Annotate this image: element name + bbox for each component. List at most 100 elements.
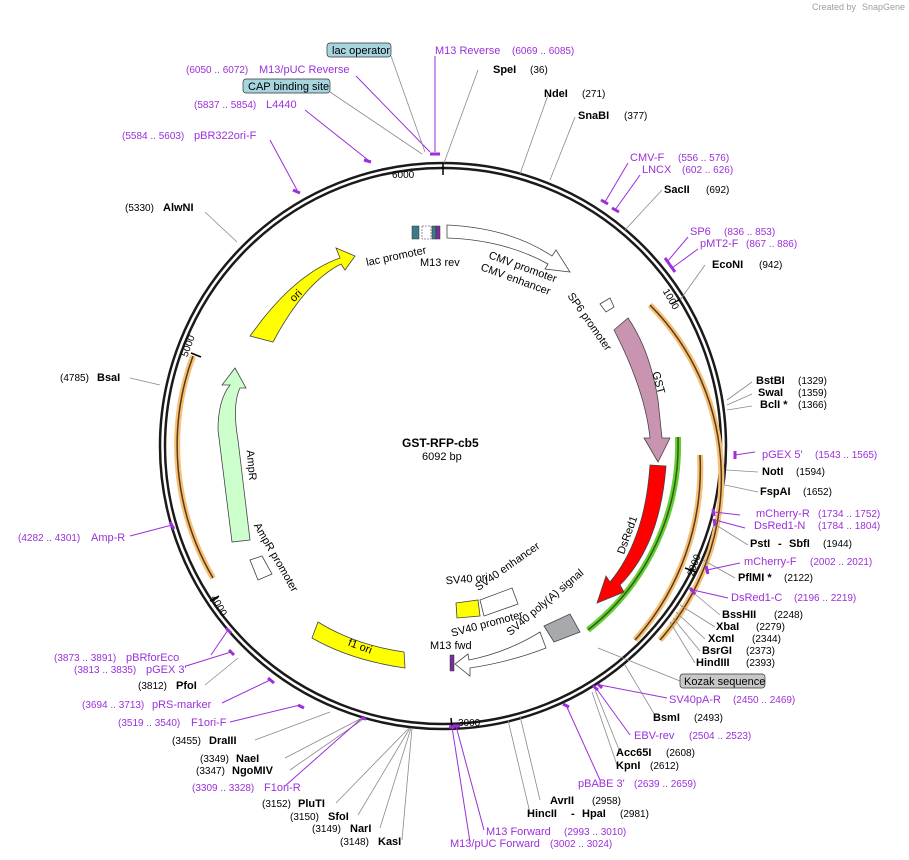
primer-m13forward: M13 Forward [486, 826, 551, 838]
site-bsmi-pos: (2493) [694, 713, 723, 724]
primer-f1orir-pos: (3309 .. 3328) [192, 783, 254, 794]
site-nari: NarI [350, 823, 371, 835]
site-ngomiv: NgoMIV [232, 765, 274, 777]
primer-prsmarker: pRS-marker [152, 699, 212, 711]
ori-feature [249, 247, 356, 343]
primer-pbr322ori-pos: (5584 .. 5603) [122, 131, 184, 142]
restriction-sites: SpeI (36) NdeI (271) SnaBI (377) SacII (… [60, 64, 852, 848]
primer-sv40par: SV40pA-R [669, 694, 721, 706]
credit-brand: SnapGene [862, 2, 905, 12]
primer-lncx-pos: (602 .. 626) [682, 165, 733, 176]
site-xbai: XbaI [716, 621, 739, 633]
tick-1000: 1000 [660, 287, 681, 312]
sv40-promoter-feature [454, 631, 547, 677]
primer-sp6: SP6 [690, 226, 711, 238]
site-ndei-pos: (271) [582, 89, 605, 100]
primer-dsred1n: DsRed1-N [754, 520, 805, 532]
site-avrii: AvrII [550, 795, 574, 807]
f1-ori-feature [311, 621, 406, 669]
site-kpni: KpnI [616, 760, 640, 772]
site-bstbi-pos: (1329) [798, 376, 827, 387]
primer-marks [168, 152, 737, 729]
site-sfoi: SfoI [328, 811, 349, 823]
sv40-ori-label: SV40 ori [445, 572, 488, 588]
primer-m13-reverse-pos: (6069 .. 6085) [512, 46, 574, 57]
site-bsmi: BsmI [653, 712, 680, 724]
primer-f1orif-pos: (3519 .. 3540) [118, 718, 180, 729]
gst-feature [613, 317, 671, 463]
primer-mcherryf: mCherry-F [744, 556, 797, 568]
primer-pgex3: pGEX 3' [146, 664, 187, 676]
sp6-promoter-feature [599, 297, 615, 313]
primer-pbabe3-pos: (2639 .. 2659) [634, 779, 696, 790]
site-pflmi: PflMI * [738, 572, 772, 584]
kozak-box: Kozak sequence [597, 647, 766, 689]
site-bsai-pos: (4785) [60, 373, 89, 384]
orf-arc-left-line [176, 355, 214, 579]
site-naei: NaeI [236, 753, 259, 765]
primer-cmvf-pos: (556 .. 576) [678, 153, 729, 164]
orf-arc-right-2-line [634, 454, 702, 641]
lac-promoter-label: lac promoter [365, 244, 428, 269]
ampr-label: AmpR [244, 450, 259, 482]
kozak-label: Kozak sequence [684, 676, 765, 688]
site-pluti-pos: (3152) [262, 799, 291, 810]
primer-m13puc-reverse: M13/pUC Reverse [259, 64, 349, 76]
site-alwni-pos: (5330) [125, 203, 154, 214]
primer-pbabe3: pBABE 3' [578, 778, 625, 790]
primer-l4440: L4440 [266, 99, 297, 111]
primer-leaders [129, 56, 756, 843]
primer-m13pucforward: M13/pUC Forward [450, 838, 540, 850]
primer-pbrforeco: pBRforEco [126, 652, 179, 664]
primer-sp6-pos: (836 .. 853) [724, 227, 775, 238]
site-econi-pos: (942) [759, 260, 782, 271]
primer-mcherryf-pos: (2002 .. 2021) [810, 557, 872, 568]
lac-operator-label: lac operator [332, 45, 390, 57]
site-spei: SpeI [493, 64, 516, 76]
primer-l4440-pos: (5837 .. 5854) [194, 100, 256, 111]
site-bcli-pos: (1366) [798, 400, 827, 411]
site-kasi-pos: (3148) [340, 837, 369, 848]
primer-ebvrev-pos: (2504 .. 2523) [689, 731, 751, 742]
site-ndei: NdeI [544, 88, 568, 100]
site-xcmi: XcmI [708, 633, 734, 645]
primer-pbrforeco-pos: (3873 .. 3891) [54, 653, 116, 664]
site-bsai: BsaI [97, 372, 120, 384]
primer-ebvrev: EBV-rev [634, 730, 675, 742]
m13-fwd-feature [449, 654, 455, 672]
tick-6000: 6000 [392, 170, 415, 181]
primer-pgex5: pGEX 5' [762, 449, 803, 461]
site-bsrgi: BsrGI [702, 645, 732, 657]
primer-pgex5-pos: (1543 .. 1565) [815, 450, 877, 461]
site-naei-pos: (3349) [200, 754, 229, 765]
primer-m13puc-reverse-pos: (6050 .. 6072) [186, 65, 248, 76]
site-draiii-pos: (3455) [172, 736, 201, 747]
primer-prsmarker-pos: (3694 .. 3713) [82, 700, 144, 711]
ampr-promoter-feature [249, 555, 273, 581]
primer-mcherryr: mCherry-R [756, 508, 810, 520]
tick-3000: 3000 [458, 718, 481, 729]
lac-promoter-feature [421, 225, 432, 240]
site-bsshii: BssHII [722, 609, 756, 621]
primer-m13pucforward-pos: (3002 .. 3024) [550, 839, 612, 850]
primer-labels: M13 Reverse (6069 .. 6085) (6050 .. 6072… [18, 45, 880, 850]
site-swai: SwaI [758, 387, 783, 399]
site-psti: PstI [750, 538, 770, 550]
cap-label: CAP binding site [248, 81, 329, 93]
primer-ampr-pos: (4282 .. 4301) [18, 533, 80, 544]
primer-sv40par-pos: (2450 .. 2469) [733, 695, 795, 706]
site-hincii-dash: - [571, 808, 575, 820]
site-draiii: DraIII [209, 735, 237, 747]
site-hincii: HincII [527, 808, 557, 820]
cap-feature [431, 225, 437, 240]
primer-m13forward-pos: (2993 .. 3010) [564, 827, 626, 838]
site-kpni-pos: (2612) [650, 761, 679, 772]
plasmid-name: GST-RFP-cb5 [402, 436, 479, 450]
gst-label: GST [649, 370, 667, 395]
primer-dsred1c: DsRed1-C [731, 592, 782, 604]
orf-arc-green-line [587, 436, 679, 631]
site-noti: NotI [762, 466, 783, 478]
primer-lncx: LNCX [642, 164, 672, 176]
site-spei-pos: (36) [530, 65, 548, 76]
